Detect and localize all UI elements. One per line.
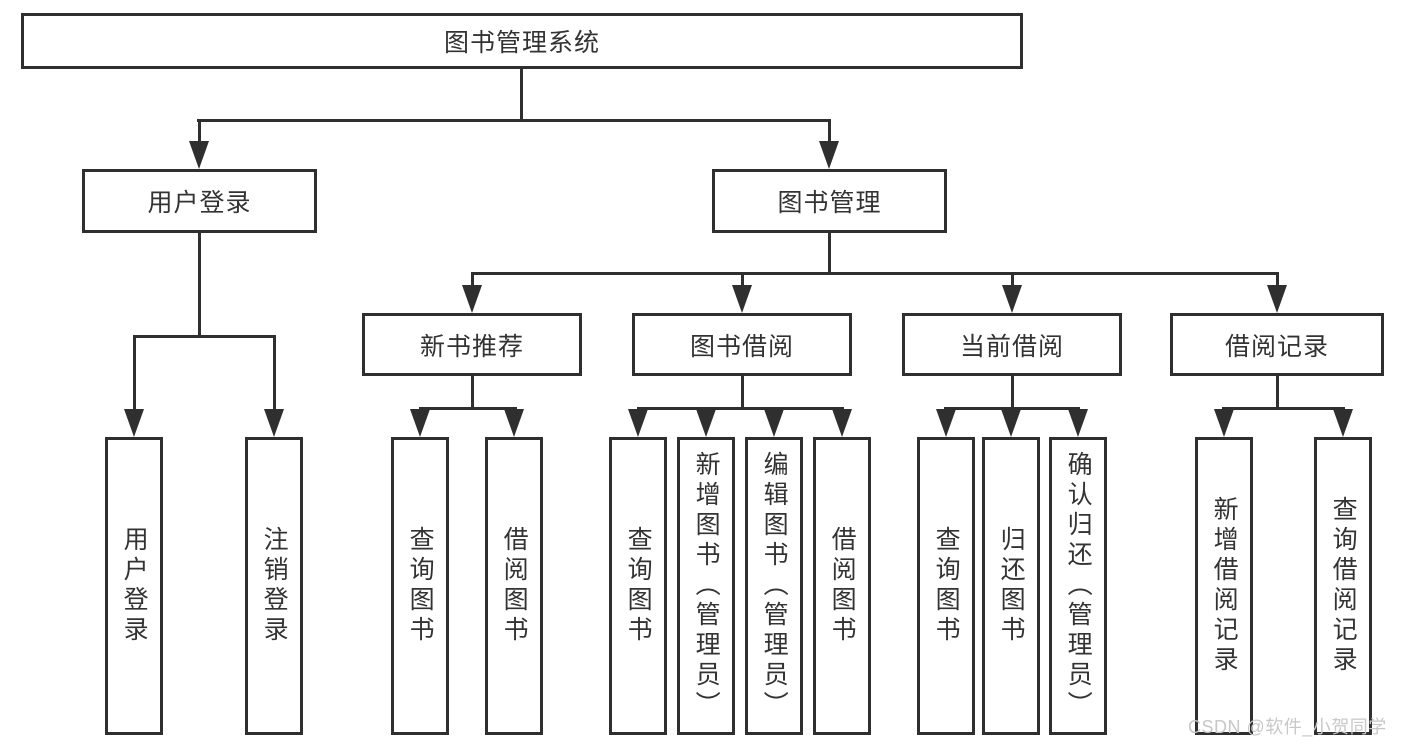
arrow-down-icon bbox=[124, 409, 144, 437]
node-label: 查询图书 bbox=[406, 526, 435, 646]
connector-line bbox=[133, 335, 276, 338]
leaf-confirm-return-admin: 确认归还（管理员） bbox=[1049, 437, 1107, 735]
leaf-query-borrow-record: 查询借阅记录 bbox=[1314, 437, 1372, 735]
connector-line bbox=[273, 335, 276, 415]
node-label: 确认归还（管理员） bbox=[1064, 451, 1093, 721]
connector-line bbox=[1276, 376, 1279, 410]
connector-line bbox=[198, 233, 201, 337]
connector-line bbox=[198, 119, 201, 145]
node-label: 图书借阅 bbox=[689, 332, 794, 361]
connector-line bbox=[471, 272, 1279, 275]
connector-line bbox=[741, 272, 744, 290]
arrow-down-icon bbox=[1068, 409, 1088, 437]
connector-line bbox=[944, 407, 1080, 410]
leaf-logout: 注销登录 bbox=[245, 437, 303, 735]
node-label: 新书推荐 bbox=[419, 332, 524, 361]
leaf-add-borrow-record: 新增借阅记录 bbox=[1195, 437, 1253, 735]
leaf-add-book-admin: 新增图书（管理员） bbox=[677, 437, 735, 735]
arrow-down-icon bbox=[696, 409, 716, 437]
node-label: 图书管理 bbox=[777, 189, 882, 217]
leaf-edit-book-admin: 编辑图书（管理员） bbox=[745, 437, 803, 735]
leaf-user-login: 用户登录 bbox=[105, 437, 163, 735]
connector-line bbox=[471, 376, 474, 410]
node-label: 图书管理系统 bbox=[443, 29, 600, 57]
node-label: 查询借阅记录 bbox=[1329, 496, 1358, 676]
node-label: 查询图书 bbox=[932, 526, 961, 646]
node-label: 用户登录 bbox=[147, 189, 252, 217]
arrow-down-icon bbox=[462, 285, 482, 313]
node-label: 用户登录 bbox=[120, 526, 149, 646]
arrow-down-icon bbox=[189, 141, 209, 169]
leaf-query-book-current: 查询图书 bbox=[917, 437, 975, 735]
leaf-query-book-recommend: 查询图书 bbox=[391, 437, 449, 735]
arrow-down-icon bbox=[504, 409, 524, 437]
leaf-return-book: 归还图书 bbox=[982, 437, 1040, 735]
node-book-borrow: 图书借阅 bbox=[632, 313, 852, 376]
node-label: 当前借阅 bbox=[959, 332, 1064, 361]
arrow-down-icon bbox=[1002, 285, 1022, 313]
arrow-down-icon bbox=[732, 285, 752, 313]
connector-line bbox=[828, 233, 831, 274]
arrow-down-icon bbox=[764, 409, 784, 437]
connector-line bbox=[637, 407, 844, 410]
connector-line bbox=[471, 272, 474, 290]
connector-line bbox=[1011, 272, 1014, 290]
node-label: 归还图书 bbox=[997, 526, 1026, 646]
node-label: 查询图书 bbox=[624, 526, 653, 646]
arrow-down-icon bbox=[832, 409, 852, 437]
connector-line bbox=[133, 335, 136, 415]
node-current-borrow: 当前借阅 bbox=[902, 313, 1122, 376]
arrow-down-icon bbox=[936, 409, 956, 437]
connector-line bbox=[419, 407, 517, 410]
node-label: 新增借阅记录 bbox=[1210, 496, 1239, 676]
node-borrow-record: 借阅记录 bbox=[1170, 313, 1384, 376]
node-user-login: 用户登录 bbox=[82, 169, 317, 233]
node-new-book-recommend: 新书推荐 bbox=[362, 313, 582, 376]
arrow-down-icon bbox=[1001, 409, 1021, 437]
leaf-borrow-book-recommend: 借阅图书 bbox=[485, 437, 543, 735]
connector-line bbox=[520, 69, 523, 122]
node-label: 注销登录 bbox=[260, 526, 289, 646]
arrow-down-icon bbox=[1333, 409, 1353, 437]
csdn-watermark: CSDN @软件_小贺同学 bbox=[1188, 717, 1387, 737]
arrow-down-icon bbox=[1214, 409, 1234, 437]
node-label: 借阅记录 bbox=[1224, 332, 1329, 361]
arrow-down-icon bbox=[264, 409, 284, 437]
connector-line bbox=[197, 119, 831, 122]
connector-line bbox=[828, 119, 831, 145]
node-root: 图书管理系统 bbox=[21, 13, 1023, 69]
node-book-management: 图书管理 bbox=[712, 169, 947, 233]
node-label: 借阅图书 bbox=[828, 526, 857, 646]
connector-line bbox=[1276, 272, 1279, 290]
connector-line bbox=[1011, 376, 1014, 410]
node-label: 新增图书（管理员） bbox=[692, 451, 721, 721]
leaf-query-book-borrow: 查询图书 bbox=[609, 437, 667, 735]
arrow-down-icon bbox=[819, 141, 839, 169]
connector-line bbox=[741, 376, 744, 410]
arrow-down-icon bbox=[1267, 285, 1287, 313]
connector-line bbox=[1222, 407, 1345, 410]
node-label: 借阅图书 bbox=[500, 526, 529, 646]
node-label: 编辑图书（管理员） bbox=[760, 451, 789, 721]
leaf-borrow-book: 借阅图书 bbox=[813, 437, 871, 735]
arrow-down-icon bbox=[410, 409, 430, 437]
arrow-down-icon bbox=[628, 409, 648, 437]
